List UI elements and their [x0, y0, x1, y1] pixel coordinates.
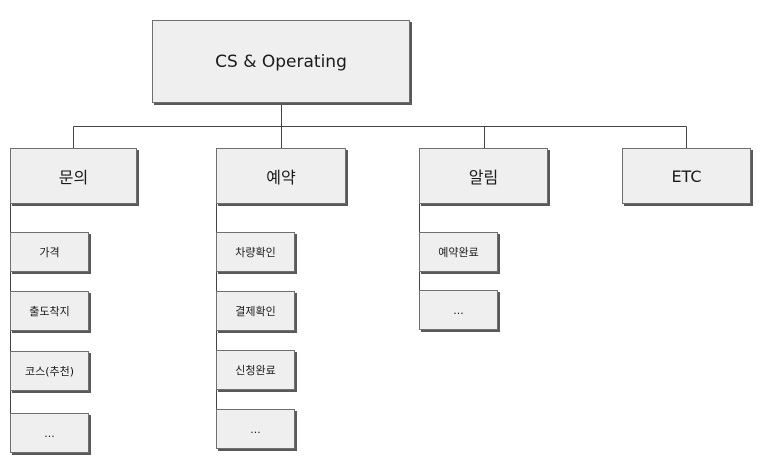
item-node-course: 코스(추천)	[10, 351, 89, 391]
item-node-origin-destination: 출도착지	[10, 291, 89, 331]
item-node-more: ...	[216, 409, 295, 449]
item-node-price: 가격	[10, 232, 89, 272]
category-node-inquiry: 문의	[10, 148, 137, 204]
category-node-reservation: 예약	[216, 148, 346, 204]
item-node-vehicle-check: 차량확인	[216, 232, 295, 272]
category-node-etc: ETC	[622, 148, 751, 204]
item-node-more: ...	[419, 290, 498, 330]
item-node-payment-check: 결제확인	[216, 291, 295, 331]
root-node: CS & Operating	[152, 20, 410, 103]
item-node-more: ...	[10, 413, 89, 453]
category-node-notification: 알림	[419, 148, 548, 204]
item-node-application-complete: 신청완료	[216, 350, 295, 390]
item-node-reservation-complete: 예약완료	[419, 232, 498, 272]
